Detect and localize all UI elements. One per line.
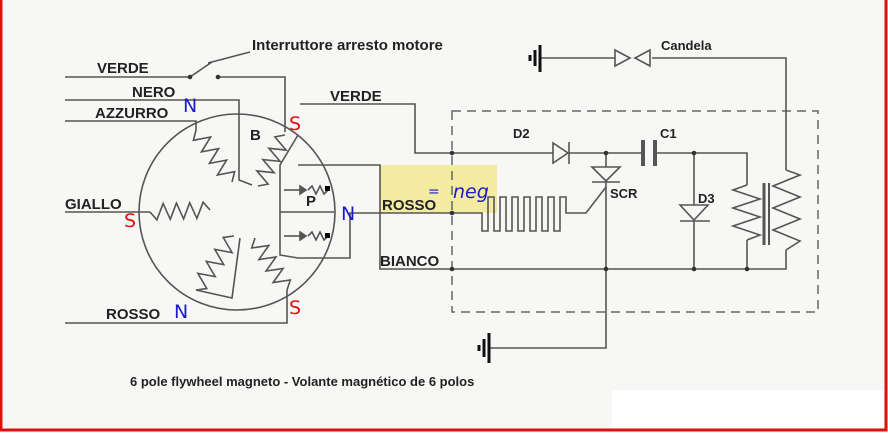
trigger-resistor [452, 186, 607, 232]
label-rosso-left: ROSSO [106, 306, 161, 323]
coil-giallo [149, 200, 211, 222]
azzurro-wire [65, 120, 197, 130]
label-azzurro: AZZURRO [95, 105, 169, 122]
switch-wire [218, 76, 286, 132]
pickup-marker-bottom [325, 233, 330, 238]
pickup-diode-bottom-icon [299, 230, 308, 242]
pickup-diode-top-icon [299, 184, 308, 196]
label-verde-right: VERDE [330, 88, 382, 105]
coil-link-wire [195, 237, 241, 299]
equals-sign: = [428, 184, 440, 200]
label-d3: D3 [698, 191, 715, 206]
rosso-right-wire [279, 134, 452, 259]
ground-top-icon [528, 45, 542, 72]
label-b: B [250, 127, 261, 144]
nero-wire [65, 99, 253, 186]
neg-highlight [380, 165, 497, 213]
label-candela: Candela [661, 38, 712, 53]
label-nero: NERO [132, 84, 176, 101]
d2-diode-icon [552, 141, 570, 165]
label-giallo: GIALLO [65, 196, 122, 213]
label-d2: D2 [513, 126, 530, 141]
pole-s-left: S [124, 210, 136, 232]
pole-s-top: S [289, 113, 301, 135]
primary-coil [730, 184, 763, 241]
label-c1: C1 [660, 126, 677, 141]
coil-bottom-left [195, 235, 235, 291]
pole-s-bottom: S [289, 297, 301, 319]
pole-n-top: N [183, 95, 197, 117]
secondary-coil [770, 169, 803, 251]
pole-n-bottom: N [174, 301, 188, 323]
pickup-p [284, 184, 329, 242]
pickup-marker-top [325, 186, 330, 191]
left-wires [65, 61, 452, 324]
neg-annotation: neg [453, 181, 489, 203]
bianco-wire [298, 164, 452, 270]
label-bianco: BIANCO [380, 253, 439, 270]
label-verde-left: VERDE [97, 60, 149, 77]
coil-b [254, 134, 289, 187]
cdi-module-box [451, 110, 819, 313]
cdi-circuit [452, 48, 803, 349]
pole-n-right: N [341, 203, 355, 225]
ground-bottom-icon [477, 333, 491, 363]
switch-title: Interruttore arresto motore [252, 37, 443, 54]
blank-area [612, 390, 884, 428]
d3-diode-icon [678, 204, 710, 222]
stator-circle [138, 113, 336, 311]
rosso-left-wire [65, 290, 288, 324]
junction-dots [187, 74, 750, 272]
label-p: P [306, 193, 316, 210]
coil-top-left [192, 129, 236, 183]
spark-gap-right-icon [633, 48, 651, 68]
title-leader [207, 51, 251, 64]
pickup-resistor-top [307, 184, 329, 196]
caption: 6 pole flywheel magneto - Volante magnét… [130, 374, 474, 389]
verde-right-wire [300, 103, 452, 154]
label-scr: SCR [610, 186, 638, 201]
label-rosso-right: ROSSO [382, 197, 437, 214]
coil-bottom-right [250, 237, 292, 291]
pickup-resistor-bottom [307, 230, 329, 242]
stator-coils [149, 129, 292, 291]
spark-gap-left-icon [614, 48, 632, 68]
kill-switch [189, 61, 213, 78]
scr-icon [590, 166, 622, 183]
